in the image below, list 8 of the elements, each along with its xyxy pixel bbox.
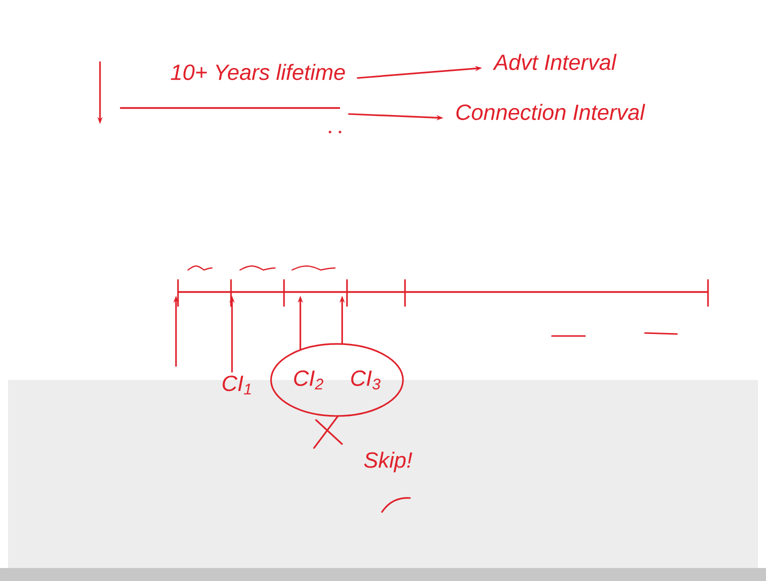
handwritten-note: Connection Interval	[456, 104, 646, 120]
underline	[120, 107, 340, 109]
handwritten-label: Skip!	[364, 452, 412, 472]
handwritten-note: 10+ Years lifetime	[170, 64, 345, 80]
handwritten-note: Advt Interval	[492, 54, 617, 70]
timeline	[178, 291, 708, 293]
circled-group: CI$_{2}$ CI$_{3}$	[270, 343, 404, 417]
handwritten-label: CI$_{1}$	[222, 376, 251, 394]
